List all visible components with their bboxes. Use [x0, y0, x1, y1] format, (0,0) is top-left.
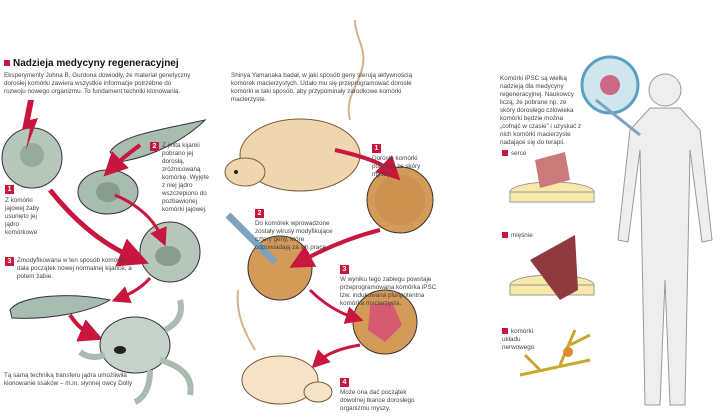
label-text: mięśnie	[511, 232, 533, 239]
egg-cell-2	[139, 221, 201, 283]
yamanaka-step-1: Dorosłe komórki pobrano ze skóry myszy.	[372, 155, 421, 178]
step-badge: 4	[340, 378, 349, 387]
neuron	[519, 329, 591, 377]
mouse-top	[224, 118, 361, 192]
tadpole-bottom	[9, 295, 112, 319]
label-text: komórki układu nerwowego	[502, 328, 535, 351]
mouse-bottom	[241, 355, 333, 405]
marker-icon	[502, 232, 508, 239]
tissue-label-heart: serce	[502, 150, 526, 158]
label-text: serce	[511, 150, 527, 157]
gurdon-step-2: Z jelita kijanki pobrano jej dorosłą, zr…	[162, 142, 209, 213]
gurdon-step-3: Zmodyfikowana w ten sposób komórka dała …	[17, 257, 132, 280]
yamanaka-step-4: Może ona dać początek dowolnej tkance do…	[340, 389, 415, 412]
step-badge: 2	[255, 209, 264, 218]
human-figure	[617, 73, 713, 406]
yamanaka-intro: Shinya Yamanaka badał, w jaki sposób gen…	[231, 72, 413, 103]
petri-dish-3	[352, 289, 418, 355]
intestine-cell	[77, 169, 139, 215]
step-badge: 2	[150, 142, 159, 151]
syringe-icon	[225, 212, 278, 265]
gurdon-step-1: Z komórki jajowej żaby usunięto jej jądr…	[5, 197, 40, 236]
step-badge: 3	[5, 257, 14, 266]
step-badge: 3	[340, 265, 349, 274]
ipsc-magnifier	[580, 55, 640, 115]
title-text: Nadzieja medycyny regeneracyjnej	[13, 58, 179, 69]
title-marker-icon	[4, 60, 10, 67]
frog	[78, 299, 194, 405]
dish-heart	[509, 152, 595, 203]
ipsc-text: Komórki iPSC są wielką nadzieją dla medy…	[500, 75, 582, 146]
tissue-label-muscle: mięśnie	[502, 232, 533, 240]
petri-dish-1	[366, 166, 434, 234]
marker-icon	[502, 328, 508, 335]
step-badge: 1	[372, 144, 381, 153]
yamanaka-step-2: Do komórek wprowadzone zostały wirusy mo…	[255, 220, 333, 251]
marker-icon	[502, 150, 508, 157]
egg-cell-1	[1, 127, 63, 189]
lightning-icon	[22, 100, 38, 150]
step-badge: 1	[5, 185, 14, 194]
gurdon-footer: Tą samą techniką transferu jądra umożliw…	[4, 372, 133, 387]
gurdon-intro: Eksperymenty Johna B. Gurdona dowiodły, …	[4, 72, 191, 95]
tissue-label-nerve: komórki układu nerwowego	[502, 328, 547, 352]
mouse-tail	[347, 19, 365, 121]
yamanaka-step-3: W wyniku tego zabiegu powstaje przeprogr…	[340, 276, 437, 307]
dish-muscle	[509, 235, 595, 300]
page-title: Nadzieja medycyny regeneracyjnej	[4, 58, 179, 69]
